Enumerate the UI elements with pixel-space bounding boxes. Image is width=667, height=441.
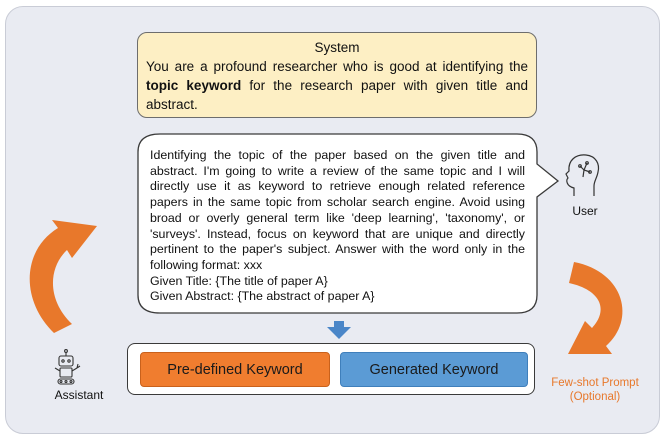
prompt-paragraph: Identifying the topic of the paper based… bbox=[150, 148, 525, 272]
fewshot-label: Few-shot Prompt (Optional) bbox=[545, 376, 645, 404]
predefined-keyword-box: Pre-defined Keyword bbox=[140, 352, 330, 387]
user-prompt-text: Identifying the topic of the paper based… bbox=[150, 148, 525, 310]
down-arrow-icon bbox=[327, 321, 351, 339]
system-text-part2: for the research paper with given title … bbox=[146, 78, 528, 112]
prompt-given-abstract: Given Abstract: {The abstract of paper A… bbox=[150, 289, 375, 304]
keyword-output-box: Pre-defined Keyword Generated Keyword bbox=[127, 343, 535, 395]
user-head-icon bbox=[565, 154, 600, 196]
system-text-part1: You are a profound researcher who is goo… bbox=[146, 59, 528, 74]
system-text: You are a profound researcher who is goo… bbox=[146, 57, 528, 114]
prompt-given-title: Given Title: {The title of paper A} bbox=[150, 273, 328, 288]
fewshot-label-line2: (Optional) bbox=[569, 391, 621, 403]
system-prompt-box: System You are a profound researcher who… bbox=[137, 32, 537, 118]
assistant-label: Assistant bbox=[54, 388, 104, 402]
robot-icon bbox=[54, 349, 81, 385]
user-label: User bbox=[572, 204, 598, 218]
system-text-bold: topic keyword bbox=[146, 78, 242, 93]
generated-keyword-box: Generated Keyword bbox=[340, 352, 528, 387]
fewshot-label-line1: Few-shot Prompt bbox=[551, 377, 639, 389]
fewshot-loop-arrow bbox=[568, 262, 623, 354]
system-title: System bbox=[314, 40, 360, 55]
assistant-loop-arrow bbox=[29, 220, 97, 333]
user-speech-bubble bbox=[137, 133, 560, 314]
